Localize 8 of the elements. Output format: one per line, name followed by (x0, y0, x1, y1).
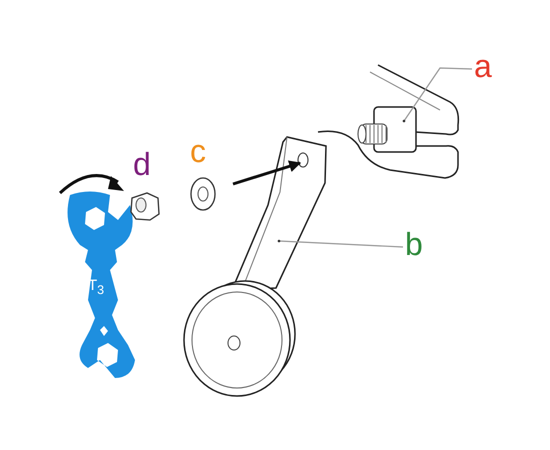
assembly-arrow (232, 160, 302, 186)
leader-line (404, 67, 472, 122)
leader-line (278, 240, 404, 248)
training-wheel-drawing (183, 136, 327, 397)
part-letter: b (405, 228, 423, 260)
part-letter: a (474, 50, 492, 82)
part-letter: c (190, 135, 206, 167)
part-letter: d (133, 148, 151, 180)
